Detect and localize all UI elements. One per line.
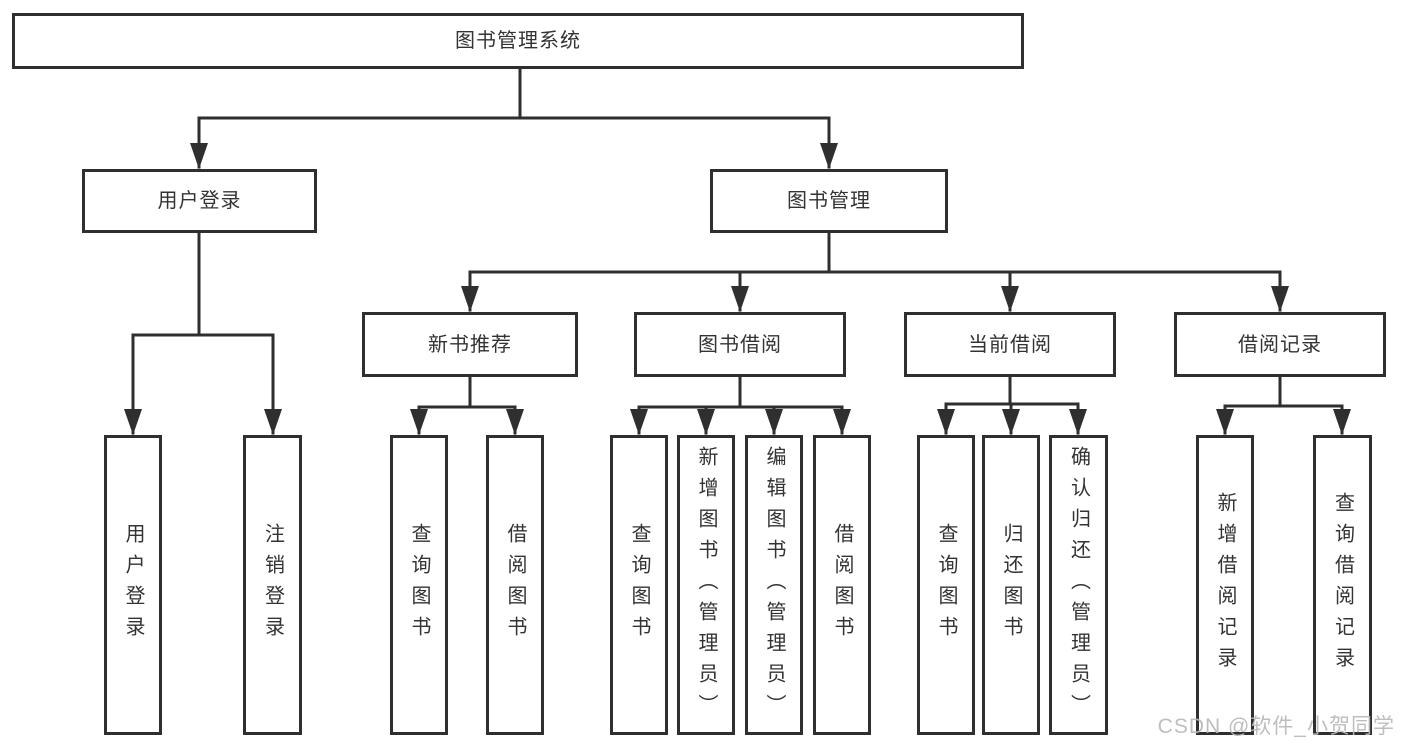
node-label: 当前借阅 bbox=[968, 333, 1052, 356]
node-book-borrow: 图书借阅 bbox=[634, 312, 846, 377]
leaf-query-book-borrow: 查询图书 bbox=[610, 435, 668, 735]
leaf-label: 用户登录 bbox=[122, 523, 144, 647]
connector-new-book bbox=[410, 375, 524, 435]
leaf-label: 查询图书 bbox=[935, 523, 957, 647]
node-label: 图书管理 bbox=[787, 190, 871, 212]
arrowhead bbox=[697, 409, 715, 435]
leaf-borrow-book: 借阅图书 bbox=[813, 435, 871, 735]
arrowhead bbox=[124, 409, 142, 435]
leaf-borrow-book-recommend: 借阅图书 bbox=[486, 435, 544, 735]
arrowhead bbox=[264, 409, 282, 435]
arrowhead bbox=[937, 409, 955, 435]
node-new-book-recommend: 新书推荐 bbox=[362, 312, 578, 377]
arrowhead bbox=[506, 409, 524, 435]
node-borrow-record: 借阅记录 bbox=[1174, 312, 1386, 377]
arrowhead bbox=[1001, 286, 1019, 312]
leaf-label: 新增借阅记录 bbox=[1214, 492, 1236, 678]
leaf-edit-book-admin: 编辑图书（管理员） bbox=[745, 435, 803, 735]
arrowhead bbox=[1333, 409, 1351, 435]
leaf-label: 查询图书 bbox=[408, 523, 430, 647]
leaf-label: 借阅图书 bbox=[504, 523, 526, 647]
leaf-user-login: 用户登录 bbox=[104, 435, 162, 735]
node-user-login: 用户登录 bbox=[82, 169, 317, 233]
node-label: 图书管理系统 bbox=[455, 30, 581, 52]
leaf-query-borrow-record: 查询借阅记录 bbox=[1313, 435, 1372, 735]
arrowhead bbox=[1216, 409, 1234, 435]
leaf-label: 借阅图书 bbox=[831, 523, 853, 647]
connector-root bbox=[190, 67, 838, 169]
arrowhead bbox=[1069, 409, 1087, 435]
leaf-label: 确认归还（管理员） bbox=[1067, 445, 1090, 725]
leaf-label: 归还图书 bbox=[1000, 523, 1022, 647]
arrowhead bbox=[190, 143, 208, 169]
node-label: 新书推荐 bbox=[428, 333, 512, 356]
connector-current-borrow bbox=[937, 375, 1087, 435]
leaf-add-book-admin: 新增图书（管理员） bbox=[677, 435, 735, 735]
connector-user-login bbox=[124, 231, 282, 435]
node-root-system: 图书管理系统 bbox=[12, 13, 1024, 69]
connector-book-borrow bbox=[630, 375, 851, 435]
arrowhead bbox=[731, 286, 749, 312]
arrowhead bbox=[833, 409, 851, 435]
node-label: 借阅记录 bbox=[1238, 333, 1322, 356]
csdn-watermark: CSDN @软件_小贺同学 bbox=[1157, 715, 1395, 738]
arrowhead bbox=[410, 409, 428, 435]
connector-borrow-record bbox=[1216, 375, 1351, 435]
leaf-label: 编辑图书（管理员） bbox=[763, 445, 785, 725]
leaf-label: 注销登录 bbox=[261, 523, 284, 647]
leaf-label: 查询借阅记录 bbox=[1331, 492, 1354, 678]
leaf-query-book-current: 查询图书 bbox=[917, 435, 975, 735]
arrowhead bbox=[1002, 409, 1020, 435]
leaf-return-book: 归还图书 bbox=[982, 435, 1040, 735]
leaf-add-borrow-record: 新增借阅记录 bbox=[1196, 435, 1254, 735]
leaf-logout: 注销登录 bbox=[243, 435, 302, 735]
leaf-query-book-recommend: 查询图书 bbox=[390, 435, 448, 735]
arrowhead bbox=[765, 409, 783, 435]
node-label: 图书借阅 bbox=[698, 333, 782, 356]
arrowhead bbox=[820, 143, 838, 169]
node-current-borrow: 当前借阅 bbox=[904, 312, 1116, 377]
arrowhead bbox=[461, 286, 479, 312]
leaf-label: 查询图书 bbox=[628, 523, 650, 647]
connector-book-management bbox=[461, 231, 1289, 312]
leaf-label: 新增图书（管理员） bbox=[695, 445, 717, 725]
arrowhead bbox=[630, 409, 648, 435]
arrowhead bbox=[1271, 286, 1289, 312]
node-book-management: 图书管理 bbox=[710, 169, 948, 233]
leaf-confirm-return-admin: 确认归还（管理员） bbox=[1049, 435, 1108, 735]
node-label: 用户登录 bbox=[157, 190, 242, 212]
